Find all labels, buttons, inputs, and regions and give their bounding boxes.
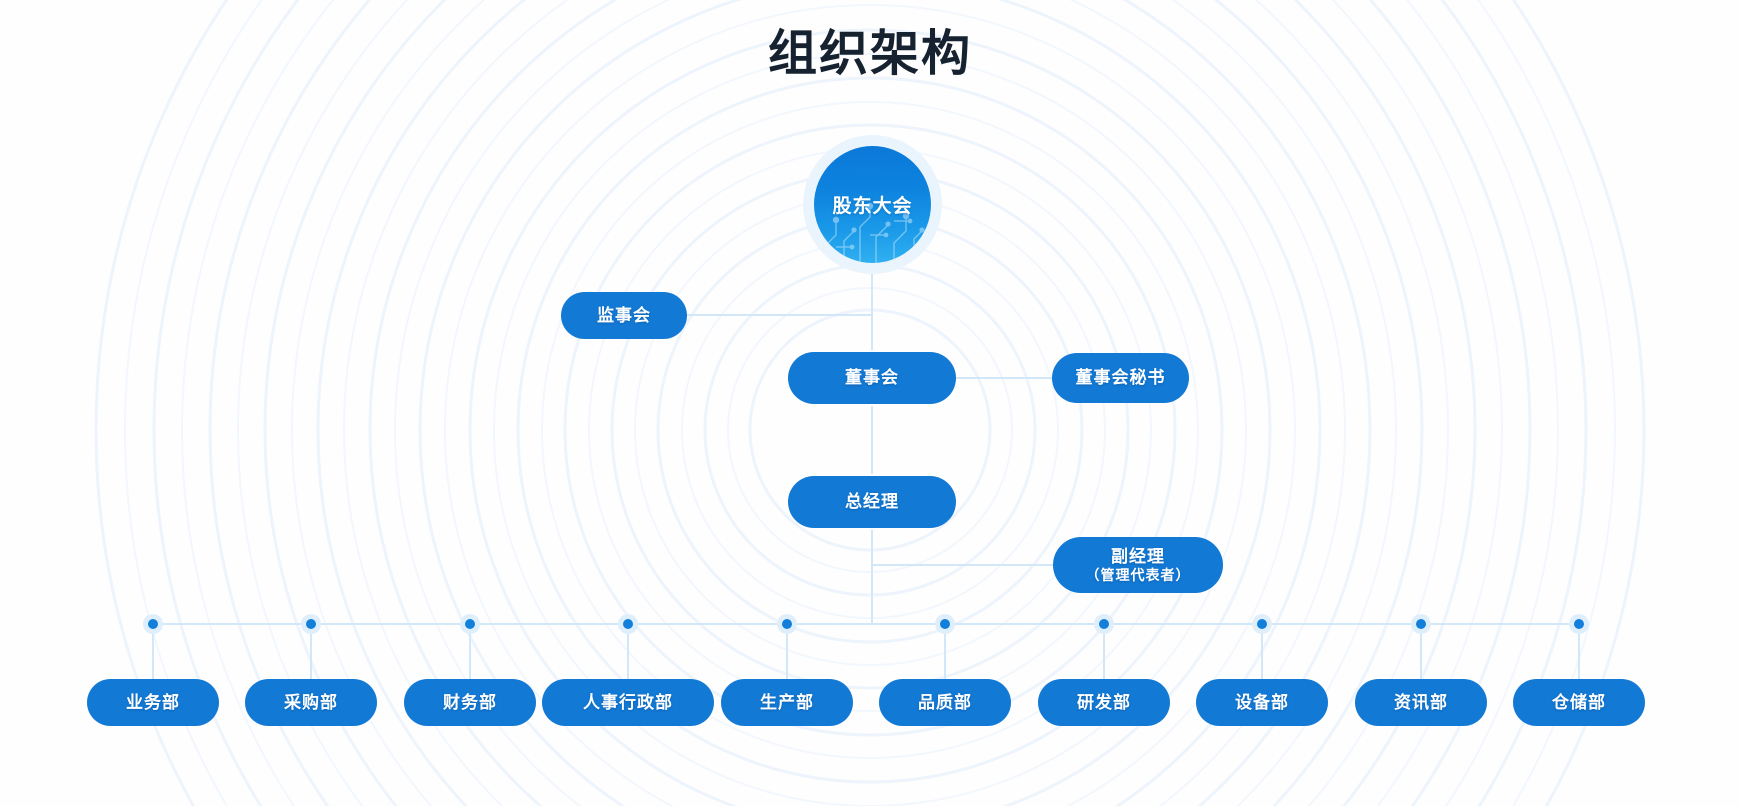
node-board-of-supervisors-label: 监事会 — [597, 305, 651, 325]
node-board-secretary-label: 董事会秘书 — [1075, 368, 1166, 388]
junction-dot-quality — [935, 614, 955, 634]
node-dept-purchase-label: 采购部 — [284, 692, 338, 712]
page-title: 组织架构 — [767, 27, 972, 81]
junction-dot-purchase — [301, 614, 321, 634]
node-general-manager[interactable]: 总经理 — [788, 476, 956, 528]
node-dept-quality-label: 品质部 — [918, 692, 972, 712]
node-dept-rnd-label: 研发部 — [1077, 692, 1131, 712]
node-dept-finance-label: 财务部 — [443, 692, 497, 712]
node-board-of-directors-label: 董事会 — [845, 368, 899, 388]
junction-dot-rnd — [1094, 614, 1114, 634]
node-dept-hr-admin[interactable]: 人事行政部 — [542, 679, 714, 726]
node-dept-warehouse-label: 仓储部 — [1552, 692, 1606, 712]
node-deputy-general-manager-label: 副经理 — [1111, 546, 1165, 566]
junction-dot-hr-admin — [618, 614, 638, 634]
node-general-manager-label: 总经理 — [845, 492, 899, 512]
junction-dot-equipment — [1252, 614, 1272, 634]
node-dept-production[interactable]: 生产部 — [721, 679, 853, 726]
node-board-secretary[interactable]: 董事会秘书 — [1052, 353, 1189, 403]
node-shareholders-meeting[interactable]: 股东大会 — [803, 135, 942, 274]
junction-dot-business — [143, 614, 163, 634]
node-dept-finance[interactable]: 财务部 — [404, 679, 536, 726]
node-deputy-general-manager-sublabel: （管理代表者） — [1085, 567, 1191, 584]
node-board-of-directors[interactable]: 董事会 — [788, 352, 956, 404]
node-shareholders-meeting-label: 股东大会 — [832, 196, 913, 217]
node-dept-rnd[interactable]: 研发部 — [1038, 679, 1170, 726]
node-board-of-supervisors[interactable]: 监事会 — [561, 292, 687, 339]
junction-dot-finance — [460, 614, 480, 634]
junction-dot-warehouse — [1569, 614, 1589, 634]
junction-dot-it — [1411, 614, 1431, 634]
node-dept-business-label: 业务部 — [126, 692, 180, 712]
node-deputy-general-manager[interactable]: 副经理 （管理代表者） — [1053, 537, 1223, 593]
node-dept-purchase[interactable]: 采购部 — [245, 679, 377, 726]
root-circle-core: 股东大会 — [814, 146, 931, 263]
node-dept-quality[interactable]: 品质部 — [879, 679, 1011, 726]
junction-dot-production — [777, 614, 797, 634]
node-dept-equipment-label: 设备部 — [1235, 692, 1289, 712]
node-dept-business[interactable]: 业务部 — [87, 679, 219, 726]
node-dept-equipment[interactable]: 设备部 — [1196, 679, 1328, 726]
node-dept-hr-admin-label: 人事行政部 — [583, 692, 673, 712]
node-dept-it[interactable]: 资讯部 — [1355, 679, 1487, 726]
node-dept-it-label: 资讯部 — [1394, 692, 1448, 712]
node-dept-warehouse[interactable]: 仓储部 — [1513, 679, 1645, 726]
node-dept-production-label: 生产部 — [760, 692, 814, 712]
